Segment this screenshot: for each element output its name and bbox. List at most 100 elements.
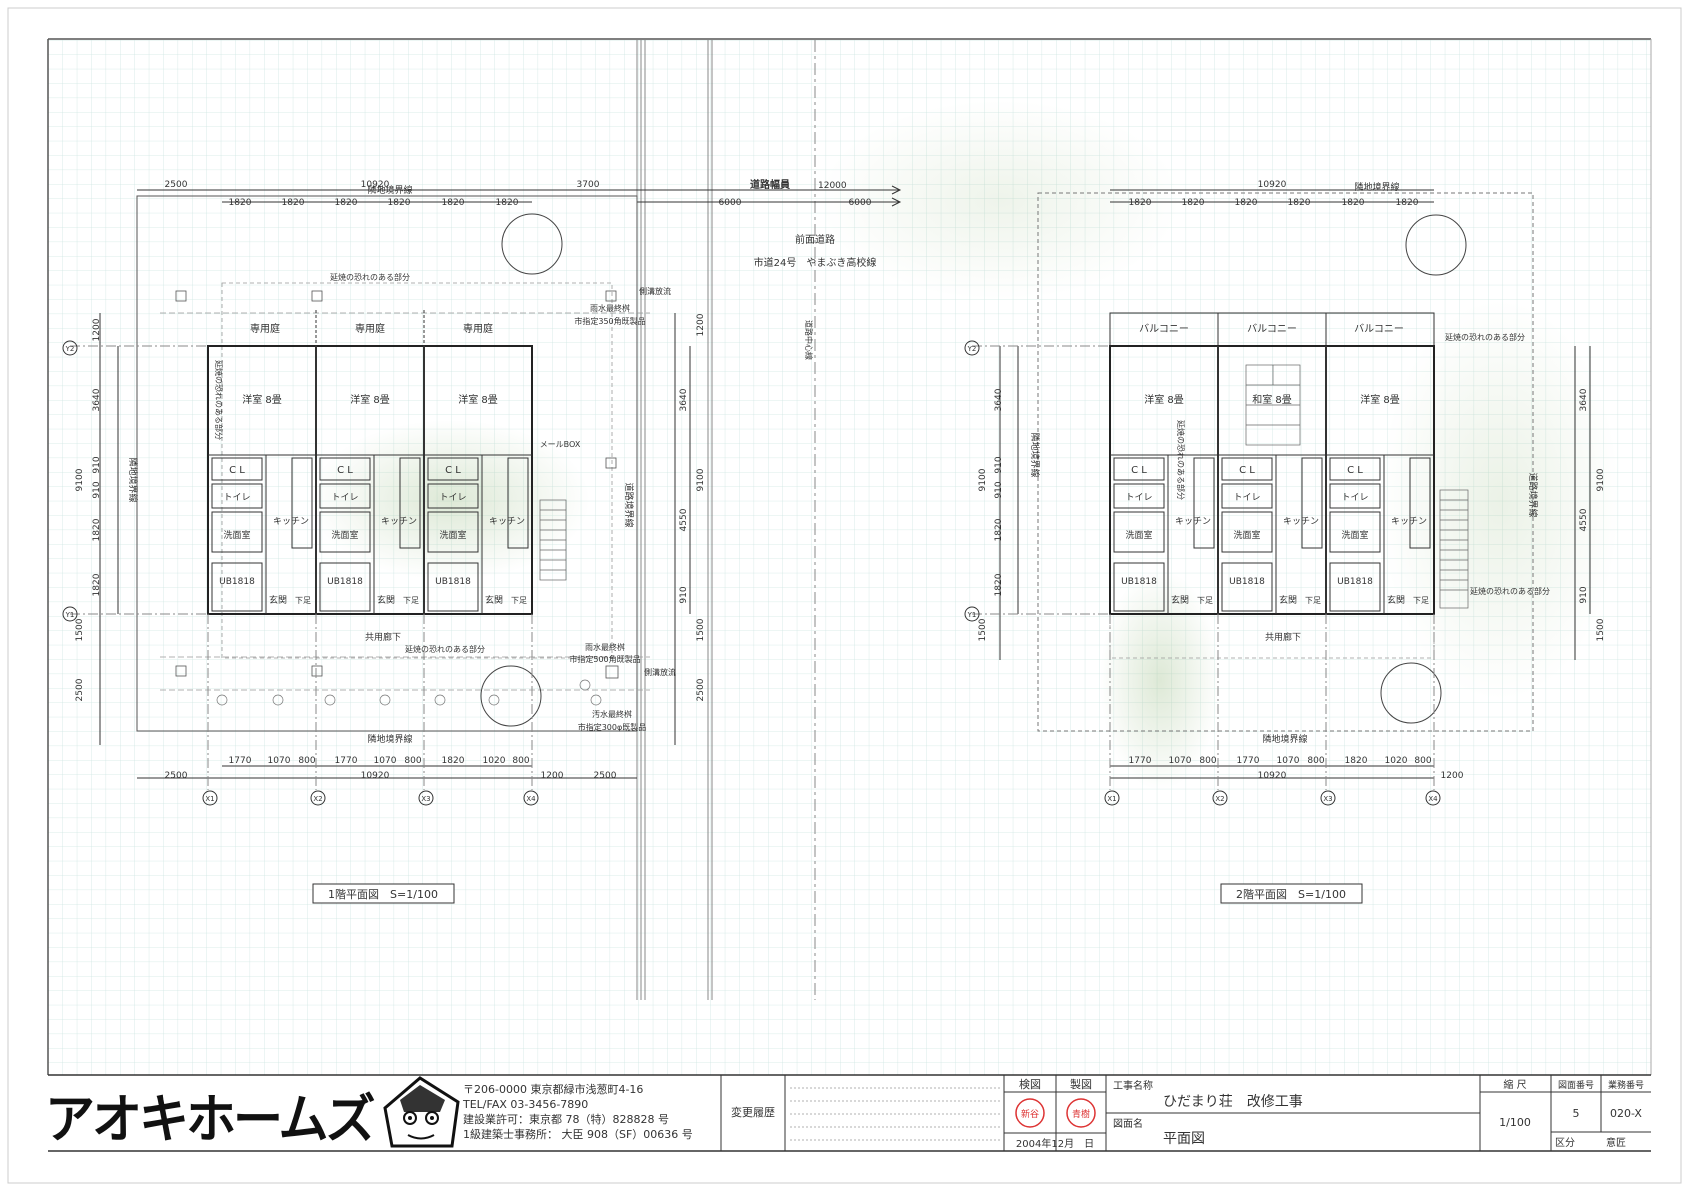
svg-text:X2: X2 [1215, 795, 1224, 803]
svg-text:4550: 4550 [679, 508, 689, 531]
svg-text:Y2: Y2 [65, 345, 75, 353]
svg-text:キッチン: キッチン [273, 516, 309, 527]
svg-text:UB1818: UB1818 [327, 577, 363, 587]
road-width-label: 道路幅員 [750, 178, 790, 191]
drawing-name: 平面図 [1163, 1131, 1205, 1147]
svg-text:洗面室: 洗面室 [223, 529, 250, 541]
svg-text:910: 910 [679, 586, 689, 603]
road-half-right: 6000 [849, 198, 872, 208]
check-label: 検図 [1019, 1077, 1041, 1091]
svg-text:玄関: 玄関 [269, 594, 287, 606]
svg-text:UB1818: UB1818 [1337, 577, 1373, 587]
road-name-1: 前面道路 [795, 233, 835, 246]
svg-text:9100: 9100 [1596, 468, 1606, 491]
svg-text:800: 800 [298, 756, 315, 766]
plan2-labels: 10920 隣地境界線 1820 1820 1820 1820 1820 182… [967, 180, 1606, 803]
svg-text:1500: 1500 [75, 618, 85, 641]
svg-text:910: 910 [1579, 586, 1589, 603]
svg-text:1820: 1820 [1396, 198, 1419, 208]
svg-text:和室 8畳: 和室 8畳 [1252, 393, 1292, 406]
address-line-3: 建設業許可：東京都 78（特）828828 号 [463, 1112, 669, 1126]
drawn-stamp [1066, 1098, 1096, 1128]
svg-text:下足: 下足 [1197, 596, 1213, 605]
svg-text:1020: 1020 [483, 756, 506, 766]
road-width-dimension [637, 185, 902, 207]
svg-text:910: 910 [92, 456, 102, 473]
svg-text:隣地境界線: 隣地境界線 [367, 733, 412, 745]
title-block [48, 1074, 1651, 1152]
svg-text:X2: X2 [313, 795, 322, 803]
svg-text:1820: 1820 [496, 198, 519, 208]
svg-text:1200: 1200 [92, 318, 102, 341]
svg-text:側溝放流: 側溝放流 [644, 667, 676, 677]
road-width-value: 12000 [818, 181, 847, 191]
svg-text:X3: X3 [421, 795, 430, 803]
svg-text:下足: 下足 [403, 596, 419, 605]
svg-text:延焼の恐れのある部分: 延焼の恐れのある部分 [1445, 332, 1525, 342]
svg-text:3640: 3640 [994, 388, 1004, 411]
svg-text:1070: 1070 [1169, 756, 1192, 766]
svg-text:延焼の恐れのある部分: 延焼の恐れのある部分 [330, 272, 410, 282]
svg-text:1820: 1820 [335, 198, 358, 208]
svg-text:玄関: 玄関 [1387, 594, 1405, 606]
svg-text:Y2: Y2 [967, 345, 977, 353]
svg-text:10920: 10920 [1258, 771, 1287, 781]
business-no: 020-X [1610, 1107, 1642, 1120]
svg-text:延焼の恐れのある部分: 延焼の恐れのある部分 [405, 644, 485, 654]
svg-text:C L: C L [229, 465, 245, 476]
svg-text:バルコニー: バルコニー [1139, 323, 1189, 335]
svg-text:洋室 8畳: 洋室 8畳 [458, 393, 498, 406]
svg-text:延焼の恐れのある部分: 延焼の恐れのある部分 [1176, 420, 1186, 500]
svg-text:800: 800 [1307, 756, 1324, 766]
svg-text:1820: 1820 [229, 198, 252, 208]
svg-text:雨水最終桝: 雨水最終桝 [590, 303, 630, 313]
svg-text:1820: 1820 [1182, 198, 1205, 208]
svg-text:10920: 10920 [1258, 180, 1287, 190]
svg-text:Y1: Y1 [65, 611, 75, 619]
svg-text:X1: X1 [1107, 795, 1116, 803]
svg-text:1820: 1820 [994, 518, 1004, 541]
svg-text:隣地境界線: 隣地境界線 [1029, 432, 1041, 477]
svg-text:UB1818: UB1818 [1121, 577, 1157, 587]
scale-value: 1/100 [1499, 1116, 1531, 1129]
plan1-title: 1階平面図 S=1/100 [328, 887, 438, 901]
svg-text:1820: 1820 [92, 573, 102, 596]
svg-text:キッチン: キッチン [381, 516, 417, 527]
svg-text:キッチン: キッチン [489, 516, 525, 527]
svg-text:1820: 1820 [92, 518, 102, 541]
svg-text:800: 800 [1414, 756, 1431, 766]
svg-text:1820: 1820 [442, 756, 465, 766]
svg-text:3640: 3640 [92, 388, 102, 411]
svg-text:3700: 3700 [577, 180, 600, 190]
drawing-label: 図面名 [1113, 1117, 1143, 1130]
svg-text:1820: 1820 [1342, 198, 1365, 208]
svg-text:2500: 2500 [75, 678, 85, 701]
mascot-icon [383, 1076, 460, 1148]
svg-text:洋室 8畳: 洋室 8畳 [1144, 393, 1184, 406]
svg-text:10920: 10920 [361, 771, 390, 781]
road-centerline-label: 道路中心線 [804, 320, 814, 360]
svg-text:3640: 3640 [679, 388, 689, 411]
revision-label: 変更履歴 [731, 1105, 775, 1119]
svg-text:800: 800 [404, 756, 421, 766]
plan2-title: 2階平面図 S=1/100 [1236, 887, 1346, 901]
svg-text:トイレ: トイレ [223, 493, 250, 503]
svg-text:9100: 9100 [978, 468, 988, 491]
svg-text:1820: 1820 [1129, 198, 1152, 208]
date-text: 2004年12月 日 [1016, 1137, 1094, 1150]
svg-text:玄関: 玄関 [485, 594, 503, 606]
svg-text:隣地境界線: 隣地境界線 [1262, 733, 1307, 745]
svg-text:UB1818: UB1818 [1229, 577, 1265, 587]
svg-text:1070: 1070 [1277, 756, 1300, 766]
svg-text:10920: 10920 [361, 180, 390, 190]
svg-text:2500: 2500 [696, 678, 706, 701]
svg-text:共用廊下: 共用廊下 [1265, 631, 1301, 643]
svg-text:1770: 1770 [1237, 756, 1260, 766]
svg-text:X1: X1 [205, 795, 214, 803]
svg-text:トイレ: トイレ [1341, 493, 1368, 503]
svg-text:1200: 1200 [541, 771, 564, 781]
svg-text:洗面室: 洗面室 [1125, 529, 1152, 541]
svg-text:隣地境界線: 隣地境界線 [127, 457, 139, 502]
svg-text:専用庭: 専用庭 [463, 322, 493, 335]
svg-text:X4: X4 [526, 795, 536, 803]
